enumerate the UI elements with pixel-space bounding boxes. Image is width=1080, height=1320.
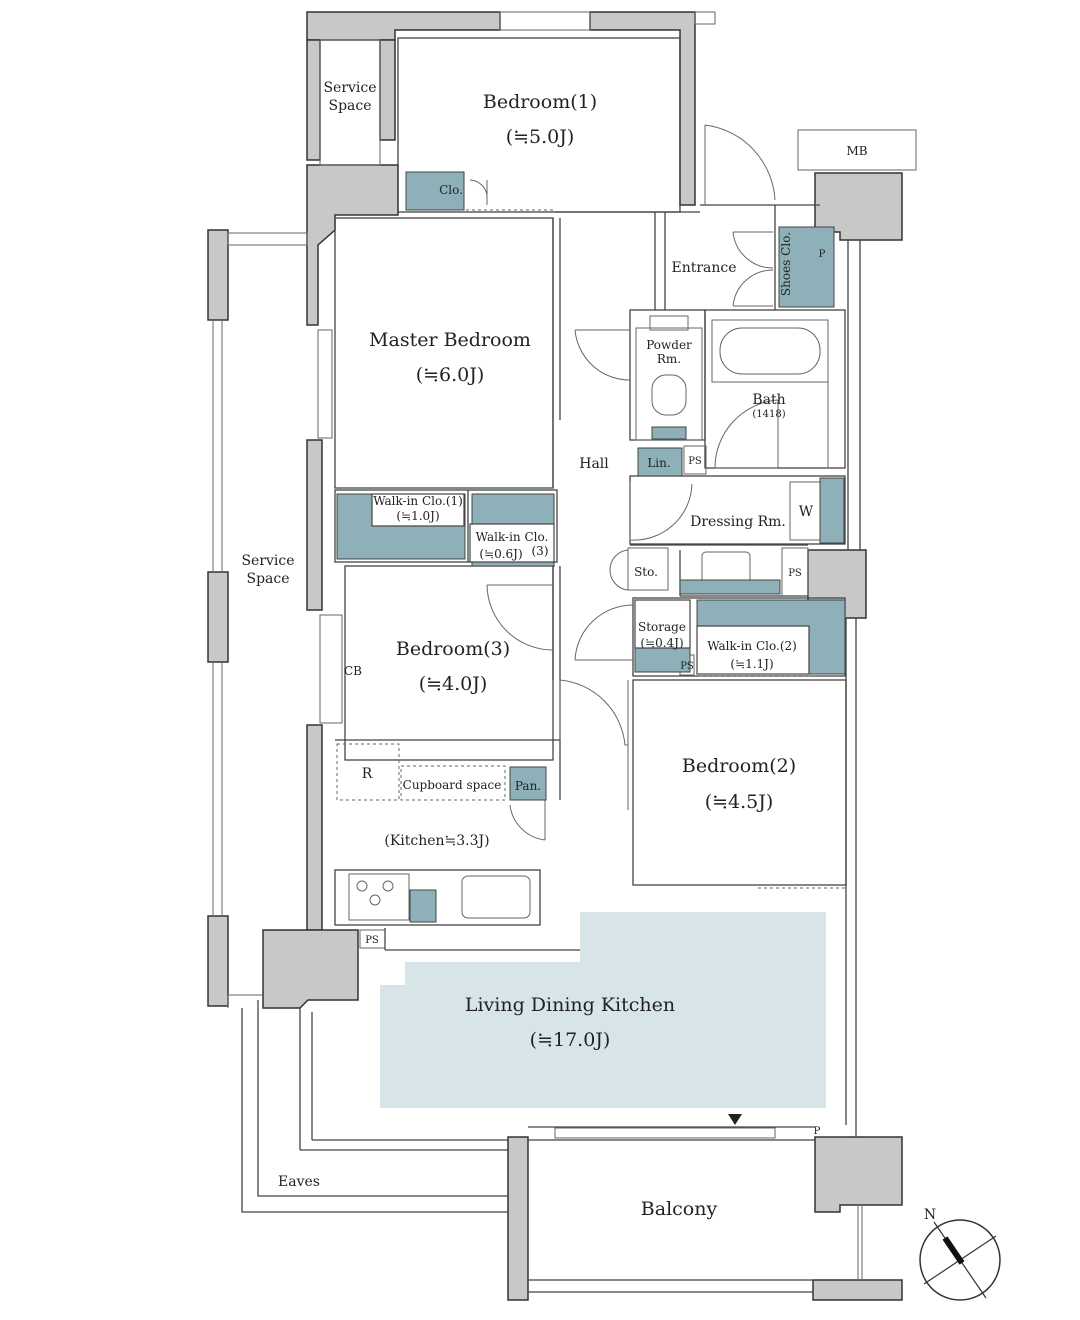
bedroom2-name: Bedroom(2)	[682, 755, 796, 777]
washer-label: W	[799, 504, 814, 520]
north-label: N	[924, 1207, 936, 1223]
interior-lines	[212, 11, 917, 1293]
wic3-name: Walk-in Clo.	[476, 530, 549, 544]
bath-code: (1418)	[752, 409, 785, 420]
bath-label: Bath	[752, 392, 785, 408]
doors	[469, 124, 779, 841]
fridge-label: R	[362, 766, 373, 782]
sto-label: Sto.	[634, 565, 658, 579]
storage-name: Storage	[638, 620, 686, 634]
wic2-name: Walk-in Clo.(2)	[707, 639, 797, 653]
mb-label: MB	[846, 144, 867, 158]
wic1-size: (≒1.0J)	[396, 509, 439, 523]
compass-icon: N	[919, 1207, 1001, 1301]
cupboard-label: Cupboard space	[403, 778, 502, 792]
storage-size: (≒0.4J)	[640, 636, 683, 650]
bedroom2-size: (≒4.5J)	[705, 791, 774, 813]
wic1-name: Walk-in Clo.(1)	[373, 494, 463, 508]
shoes-closet: Shoes Clo.	[779, 232, 793, 296]
entry-arrow-icon	[728, 1114, 742, 1125]
bedroom1-name: Bedroom(1)	[483, 91, 597, 113]
master-bedroom-size: (≒6.0J)	[416, 364, 485, 386]
closet-bedroom1: Clo.	[439, 183, 463, 197]
balcony-label: Balcony	[641, 1198, 718, 1220]
wic3-size: (≒0.6J)	[479, 547, 522, 561]
service-left-line1: Service	[241, 553, 294, 569]
powder-line1: Powder	[646, 338, 692, 352]
ldk-size: (≒17.0J)	[530, 1029, 611, 1051]
bedroom3-size: (≒4.0J)	[419, 673, 488, 695]
service-top-line2: Space	[328, 98, 371, 114]
bedroom3-name: Bedroom(3)	[396, 638, 510, 660]
ps-dressing: PS	[788, 568, 802, 579]
service-top-line1: Service	[323, 80, 376, 96]
hall-label: Hall	[579, 456, 609, 472]
walls	[207, 11, 903, 1301]
ps-storage: PS	[680, 661, 694, 672]
bedroom1-size: (≒5.0J)	[506, 126, 575, 148]
eaves-label: Eaves	[278, 1174, 320, 1190]
linen-closet: Lin.	[647, 456, 670, 470]
p-label-top: P	[819, 249, 826, 260]
ps-bath: PS	[688, 456, 702, 467]
wic2-size: (≒1.1J)	[730, 657, 773, 671]
ps-kitchen: PS	[365, 935, 379, 946]
ldk-floor	[380, 912, 826, 1108]
kitchen-label: (Kitchen≒3.3J)	[384, 833, 489, 849]
p-label-bottom: P	[814, 1126, 821, 1137]
powder-line2: Rm.	[657, 352, 681, 366]
storage-blocks	[336, 171, 846, 923]
master-bedroom-name: Master Bedroom	[369, 329, 531, 351]
dressing-label: Dressing Rm.	[690, 514, 786, 530]
wic3-num: (3)	[532, 544, 549, 558]
pantry-label: Pan.	[515, 779, 541, 793]
cb-label: CB	[344, 664, 362, 678]
entrance-label: Entrance	[671, 260, 736, 276]
ldk-name: Living Dining Kitchen	[465, 994, 675, 1016]
service-left-line2: Space	[246, 571, 289, 587]
